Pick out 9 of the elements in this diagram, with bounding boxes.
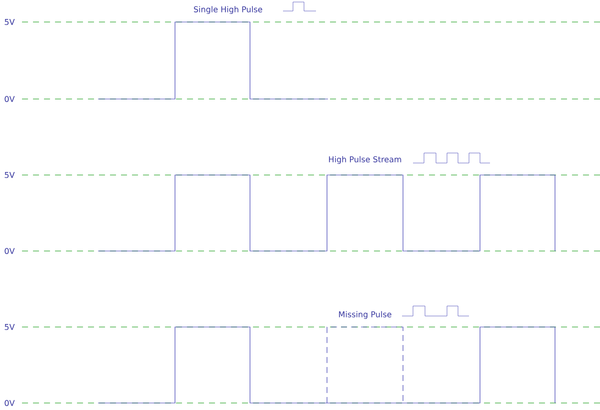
voltage-label: 5V <box>4 19 15 25</box>
voltage-label: 5V <box>4 324 15 330</box>
title-text: Missing Pulse <box>339 311 392 319</box>
voltage-label: 0V <box>4 400 15 406</box>
title-text: Single High Pulse <box>194 6 262 14</box>
voltage-label: 0V <box>4 96 15 102</box>
voltage-label: 0V <box>4 248 15 254</box>
title-text: High Pulse Stream <box>329 156 402 164</box>
voltage-label: 5V <box>4 172 15 178</box>
